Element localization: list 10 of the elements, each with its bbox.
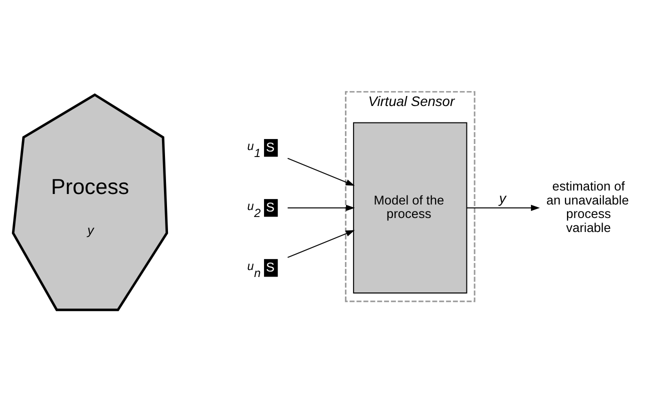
arrow bbox=[287, 230, 355, 258]
arrow bbox=[287, 158, 355, 186]
node-box: S bbox=[264, 199, 278, 217]
arrow bbox=[287, 204, 355, 212]
arrow bbox=[466, 204, 540, 212]
node-box: Model of the process bbox=[353, 122, 468, 294]
node-text: estimation of an unavailable process variable bbox=[546, 178, 629, 235]
node-box: S bbox=[264, 139, 278, 157]
node-box: S bbox=[264, 259, 278, 277]
edge-label: y bbox=[499, 191, 506, 206]
